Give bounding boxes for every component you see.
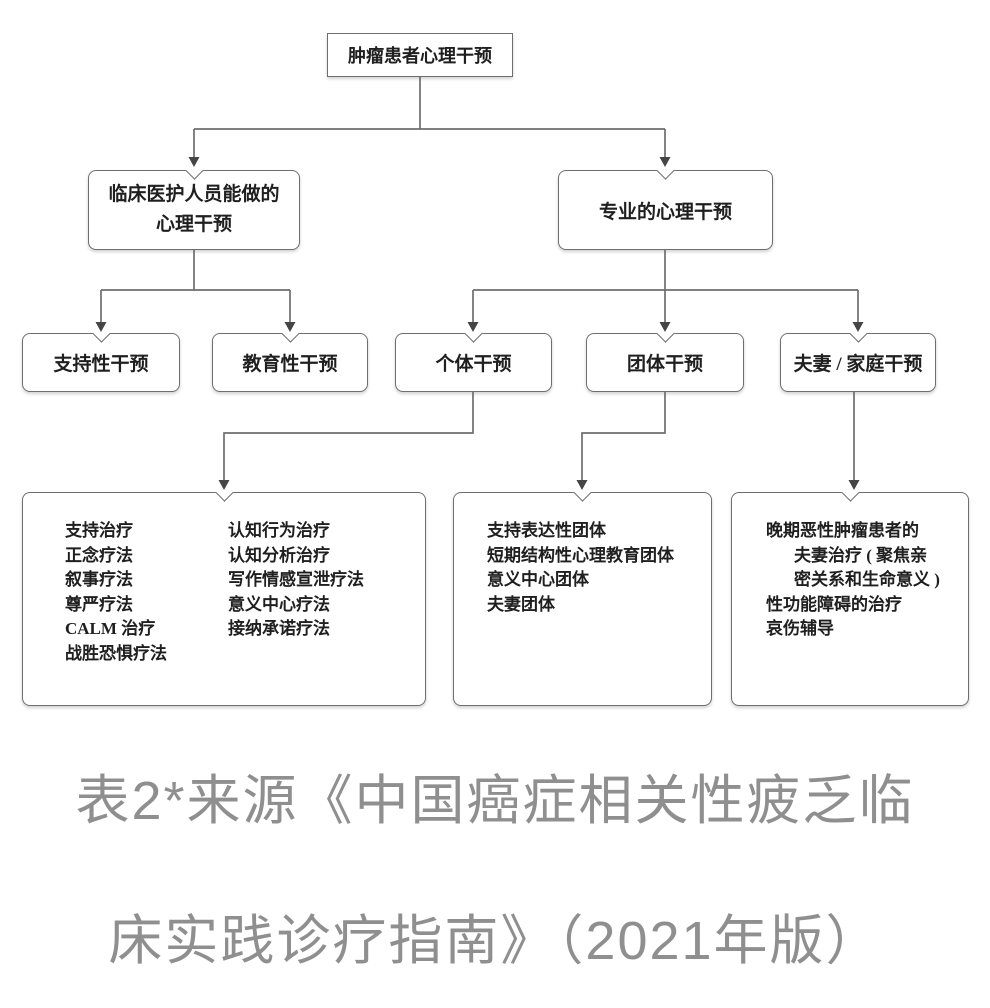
notch-icon <box>655 323 675 343</box>
notch-icon <box>184 160 204 180</box>
clinical-staff-intervention-box: 临床医护人员能做的 心理干预 <box>88 160 300 250</box>
therapy-item: 认知行为治疗 <box>228 521 330 540</box>
therapy-item: 认知分析治疗 <box>228 545 330 565</box>
therapy-item: 支持治疗 <box>65 521 133 540</box>
notch-icon <box>280 323 300 343</box>
educational-intervention-label: 教育性干预 <box>242 354 338 375</box>
notch-icon <box>848 323 868 343</box>
therapy-item: 叙事疗法 <box>65 570 133 590</box>
individual-therapies-box: 支持治疗 正念疗法 叙事疗法 尊严疗法 CALM 治疗 战胜恐惧疗法 认知行为治… <box>22 482 426 706</box>
notch-icon <box>656 160 675 180</box>
therapy-item: 尊严疗法 <box>65 594 133 614</box>
notch-icon <box>464 323 483 343</box>
group-intervention-box: 团体干预 <box>586 323 744 392</box>
individual-intervention-box: 个体干预 <box>395 323 552 392</box>
couple-family-therapies-list: 晚期恶性肿瘤患者的 夫妻治疗 ( 聚焦亲 密关系和生命意义 ) 性功能障碍的治疗… <box>766 519 940 642</box>
clinical-staff-intervention-label-line2: 心理干预 <box>155 214 232 235</box>
clinical-staff-intervention-label-line1: 临床医护人员能做的 <box>108 184 280 205</box>
therapy-item: 接纳承诺疗法 <box>228 619 330 639</box>
notch-icon <box>91 323 111 343</box>
therapy-item: 正念疗法 <box>65 545 133 565</box>
therapy-item: 意义中心疗法 <box>228 594 330 614</box>
supportive-intervention-box: 支持性干预 <box>22 323 180 392</box>
individual-therapies-column-2: 认知行为治疗 认知分析治疗 写作情感宣泄疗法 意义中心疗法 接纳承诺疗法 <box>228 519 364 642</box>
professional-intervention-box: 专业的心理干预 <box>558 160 773 250</box>
therapy-item: 密关系和生命意义 ) <box>794 570 940 590</box>
therapy-item: 支持表达性团体 <box>487 521 606 540</box>
group-therapies-list: 支持表达性团体 短期结构性心理教育团体 意义中心团体 夫妻团体 <box>487 519 674 617</box>
group-intervention-label: 团体干预 <box>626 354 703 375</box>
couple-family-therapies-box: 晚期恶性肿瘤患者的 夫妻治疗 ( 聚焦亲 密关系和生命意义 ) 性功能障碍的治疗… <box>731 482 969 706</box>
couple-family-intervention-label: 夫妻 / 家庭干预 <box>793 354 923 375</box>
therapy-item: 夫妻团体 <box>487 594 555 614</box>
caption-line-1: 表2*来源《中国癌症相关性疲乏临 <box>75 771 915 831</box>
supportive-intervention-label: 支持性干预 <box>53 354 149 375</box>
therapy-item: 意义中心团体 <box>487 570 589 590</box>
therapy-item: 性功能障碍的治疗 <box>766 594 902 614</box>
therapy-item: 短期结构性心理教育团体 <box>487 545 674 565</box>
connector-lines <box>100 77 859 481</box>
group-therapies-box: 支持表达性团体 短期结构性心理教育团体 意义中心团体 夫妻团体 <box>453 482 712 706</box>
therapy-item: 战胜恐惧疗法 <box>65 643 167 663</box>
therapy-item: CALM 治疗 <box>65 619 156 639</box>
therapy-item: 写作情感宣泄疗法 <box>228 570 364 590</box>
root-box-label: 肿瘤患者心理干预 <box>348 46 492 66</box>
caption-line-2: 床实践诊疗指南》（2021年版） <box>108 911 882 971</box>
root-box-tumor-patient-psych-intervention: 肿瘤患者心理干预 <box>327 33 513 77</box>
individual-therapies-column-1: 支持治疗 正念疗法 叙事疗法 尊严疗法 CALM 治疗 战胜恐惧疗法 <box>65 519 167 667</box>
therapy-item: 哀伤辅导 <box>766 619 834 639</box>
educational-intervention-box: 教育性干预 <box>212 323 368 392</box>
notch-icon <box>840 482 860 502</box>
professional-intervention-label: 专业的心理干预 <box>598 201 732 223</box>
notch-icon <box>573 482 592 502</box>
couple-family-intervention-box: 夫妻 / 家庭干预 <box>780 323 936 392</box>
therapy-item: 夫妻治疗 ( 聚焦亲 <box>794 545 928 565</box>
individual-intervention-label: 个体干预 <box>435 354 512 375</box>
therapy-item: 晚期恶性肿瘤患者的 <box>766 521 919 540</box>
